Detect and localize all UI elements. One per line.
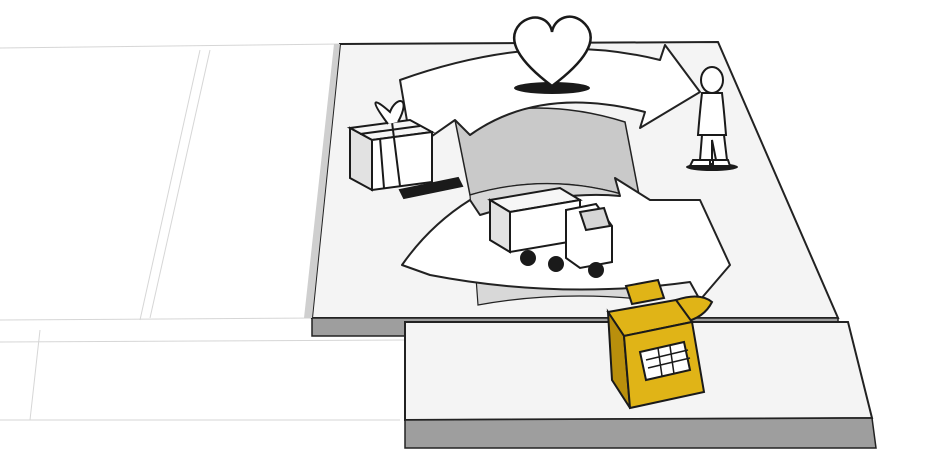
business-model-canvas-illustration	[0, 0, 949, 475]
canvas-sketch	[0, 0, 949, 475]
